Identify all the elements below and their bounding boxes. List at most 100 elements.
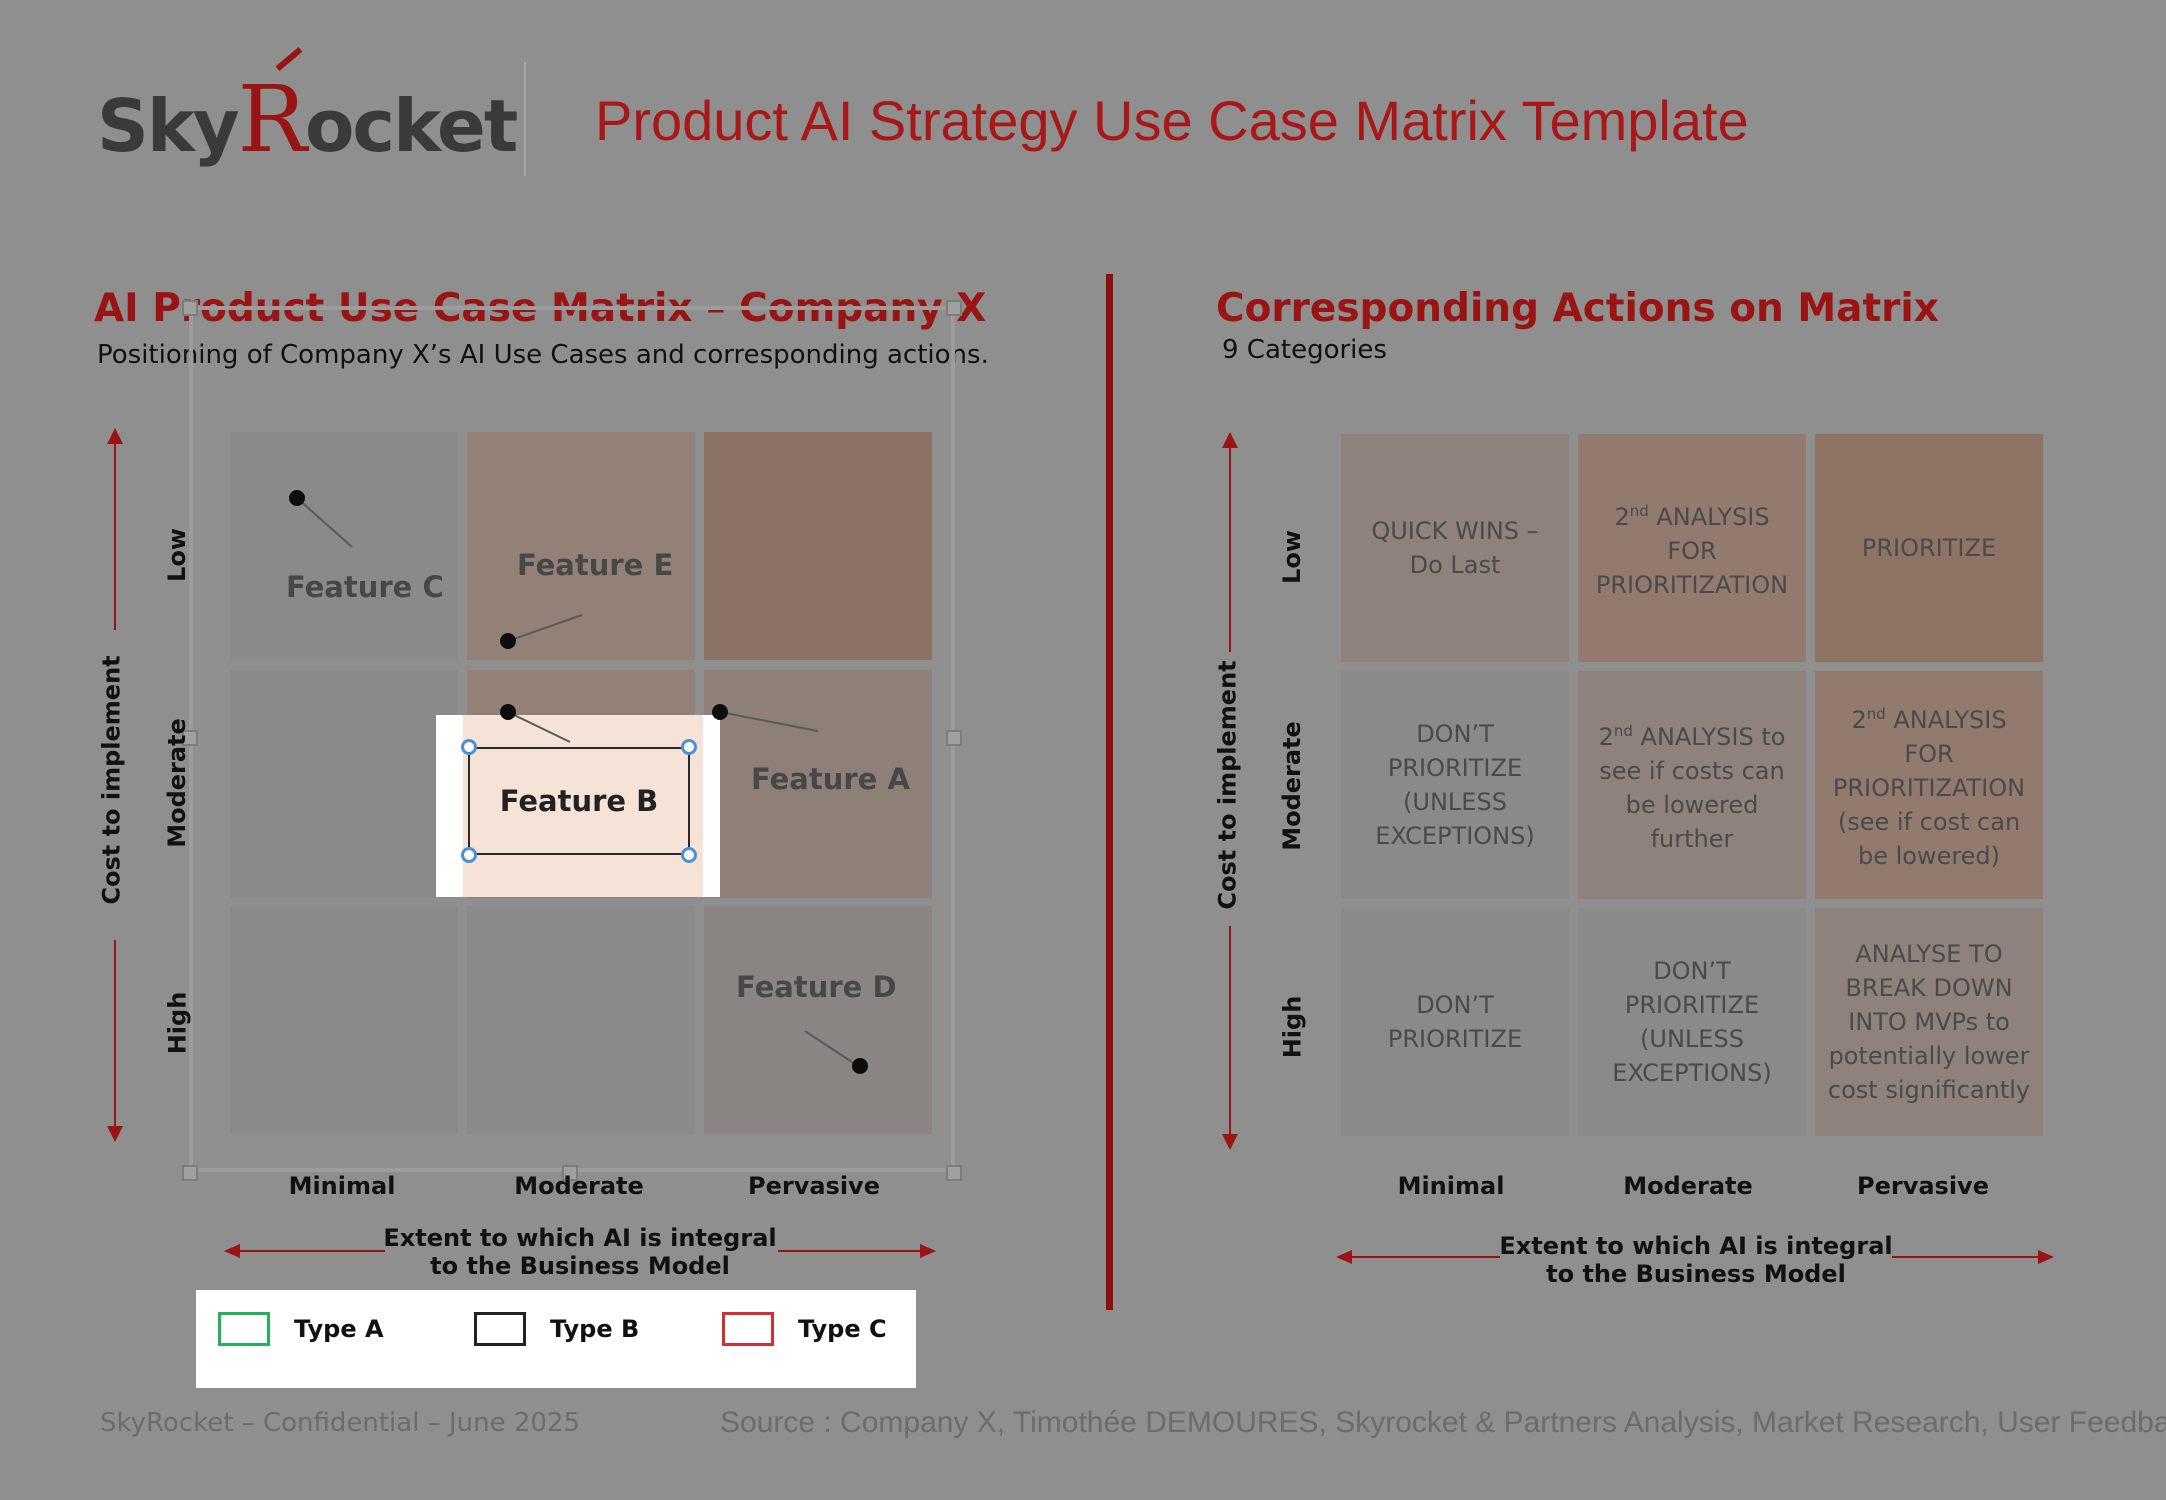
left-row-label-low: Low	[162, 528, 191, 582]
left-col-label-minimal: Minimal	[288, 1172, 396, 1200]
footer-confidential: SkyRocket – Confidential – June 2025	[100, 1408, 581, 1438]
feature-b-box[interactable]: Feature B	[468, 747, 690, 855]
connector-feature-a	[719, 711, 819, 732]
feature-e-point[interactable]	[500, 633, 516, 649]
right-cell-moderate-moderate-line-4: further	[1650, 825, 1734, 853]
frame-handle-right-middle[interactable]	[946, 730, 962, 746]
center-divider	[1106, 274, 1113, 1310]
right-cell-moderate-minimal-line-4: EXCEPTIONS)	[1375, 822, 1535, 850]
page-title: Product AI Strategy Use Case Matrix Temp…	[595, 89, 1749, 152]
feature-c-point[interactable]	[289, 490, 305, 506]
left-y-axis-arrow	[107, 428, 123, 1142]
right-row-label-low: Low	[1277, 530, 1306, 584]
feature-b-handle-bottom-right[interactable]	[681, 847, 697, 863]
legend: Type A Type B Type C	[196, 1290, 916, 1388]
right-col-label-pervasive: Pervasive	[1857, 1172, 1989, 1200]
header-divider	[524, 62, 526, 176]
right-x-axis-title-line-2: to the Business Model	[1546, 1260, 1846, 1288]
frame-handle-bottom-middle[interactable]	[562, 1165, 578, 1181]
connector-feature-b	[507, 711, 571, 743]
right-cell-low-minimal-line-1: QUICK WINS –	[1371, 517, 1539, 545]
feature-d-label[interactable]: Feature D	[736, 970, 897, 1004]
right-cell-moderate-moderate: 2nd ANALYSIS to see if costs can be lowe…	[1578, 671, 1806, 899]
right-cell-low-pervasive-line-1: PRIORITIZE	[1861, 534, 1997, 562]
right-cell-low-moderate-line-1: 2nd ANALYSIS	[1614, 502, 1770, 531]
right-cell-high-moderate-line-2: PRIORITIZE	[1624, 991, 1760, 1019]
feature-a-point[interactable]	[712, 704, 728, 720]
left-x-axis-title: Extent to which AI is integral to the Bu…	[380, 1224, 780, 1280]
right-cell-moderate-moderate-line-1: 2nd ANALYSIS to	[1598, 722, 1786, 751]
left-row-label-moderate-wrap: Moderate	[107, 718, 247, 848]
right-cell-high-minimal-line-1: DON’T	[1416, 991, 1494, 1019]
skyrocket-logo: SkyRocket	[97, 66, 518, 173]
left-cell-high-minimal	[230, 906, 458, 1134]
right-row-label-high: High	[1277, 995, 1306, 1059]
right-cell-moderate-pervasive: 2nd ANALYSIS FOR PRIORITIZATION (see if …	[1815, 671, 2043, 899]
left-row-label-high-wrap: High	[127, 992, 227, 1055]
feature-b-point[interactable]	[500, 704, 516, 720]
right-col-label-minimal: Minimal	[1397, 1172, 1505, 1200]
right-cell-low-pervasive: PRIORITIZE	[1815, 434, 2043, 662]
right-cell-high-pervasive-line-1: ANALYSE TO	[1855, 940, 2003, 968]
right-cell-moderate-pervasive-line-1: 2nd ANALYSIS	[1851, 705, 2007, 734]
left-col-label-pervasive: Pervasive	[748, 1172, 880, 1200]
left-cell-low-pervasive	[704, 432, 932, 660]
right-cell-high-minimal: DON’T PRIORITIZE	[1341, 908, 1569, 1136]
legend-item-type-c: Type C	[722, 1312, 887, 1346]
right-cell-moderate-pervasive-line-5: be lowered)	[1857, 842, 2001, 870]
connector-feature-d	[804, 1030, 859, 1067]
logo-part-2: ocket	[304, 84, 518, 168]
right-cell-moderate-pervasive-line-4: (see if cost can	[1837, 808, 2021, 836]
feature-b-handle-bottom-left[interactable]	[461, 847, 477, 863]
feature-e-label[interactable]: Feature E	[517, 548, 674, 582]
right-x-axis-title-line-1: Extent to which AI is integral	[1499, 1232, 1893, 1260]
legend-swatch-type-b	[474, 1312, 526, 1346]
feature-b-handle-top-right[interactable]	[681, 739, 697, 755]
feature-b-label: Feature B	[499, 784, 659, 818]
footer-source: Source : Company X, Timothée DEMOURES, S…	[720, 1406, 2166, 1439]
right-cell-high-pervasive-line-4: potentially lower	[1828, 1042, 2030, 1070]
feature-d-point[interactable]	[852, 1058, 868, 1074]
logo-r: R	[237, 66, 307, 173]
left-cell-moderate-pervasive	[704, 670, 932, 898]
right-cell-moderate-minimal-line-1: DON’T	[1416, 720, 1494, 748]
legend-label-type-a: Type A	[294, 1315, 384, 1343]
right-cell-high-moderate-line-4: EXCEPTIONS)	[1612, 1059, 1772, 1087]
left-cell-high-pervasive	[704, 906, 932, 1134]
legend-item-type-b: Type B	[474, 1312, 639, 1346]
feature-b-highlight	[463, 715, 703, 897]
right-cell-high-pervasive: ANALYSE TO BREAK DOWN INTO MVPs to poten…	[1815, 908, 2043, 1136]
right-col-label-moderate: Moderate	[1623, 1172, 1753, 1200]
right-cell-low-minimal-line-2: Do Last	[1409, 551, 1501, 579]
right-cell-low-moderate-line-3: PRIORITIZATION	[1595, 571, 1789, 599]
frame-handle-top-right[interactable]	[946, 300, 962, 316]
right-row-label-low-wrap: Low	[1242, 530, 1342, 584]
feature-b-handle-top-left[interactable]	[461, 739, 477, 755]
frame-handle-left-middle[interactable]	[182, 730, 198, 746]
legend-label-type-c: Type C	[798, 1315, 887, 1343]
left-row-label-high: High	[162, 991, 191, 1055]
left-section-subtitle: Positioning of Company X’s AI Use Cases …	[97, 340, 989, 370]
connector-feature-c	[296, 497, 353, 548]
frame-handle-bottom-left[interactable]	[182, 1165, 198, 1181]
connector-feature-e	[507, 614, 583, 642]
left-cell-moderate-minimal	[230, 670, 458, 898]
left-row-label-moderate: Moderate	[162, 718, 191, 848]
right-cell-moderate-minimal-line-3: (UNLESS	[1403, 788, 1507, 816]
frame-handle-top-left[interactable]	[182, 300, 198, 316]
right-cell-high-pervasive-line-3: INTO MVPs to	[1848, 1008, 2010, 1036]
right-cell-moderate-moderate-line-3: be lowered	[1625, 791, 1759, 819]
feature-c-label[interactable]: Feature C	[286, 570, 444, 604]
right-cell-moderate-pervasive-line-2: FOR	[1904, 740, 1954, 768]
left-cell-high-moderate	[467, 906, 695, 1134]
right-y-axis-arrow	[1222, 432, 1238, 1150]
right-section-subtitle: 9 Categories	[1222, 335, 1387, 365]
right-cell-moderate-pervasive-line-3: PRIORITIZATION	[1832, 774, 2026, 802]
legend-label-type-b: Type B	[550, 1315, 640, 1343]
right-cell-low-moderate-line-2: FOR	[1667, 537, 1717, 565]
feature-a-label[interactable]: Feature A	[751, 762, 910, 796]
frame-handle-bottom-right[interactable]	[946, 1165, 962, 1181]
right-cell-high-minimal-line-2: PRIORITIZE	[1387, 1025, 1523, 1053]
right-cell-high-pervasive-line-2: BREAK DOWN	[1845, 974, 2013, 1002]
